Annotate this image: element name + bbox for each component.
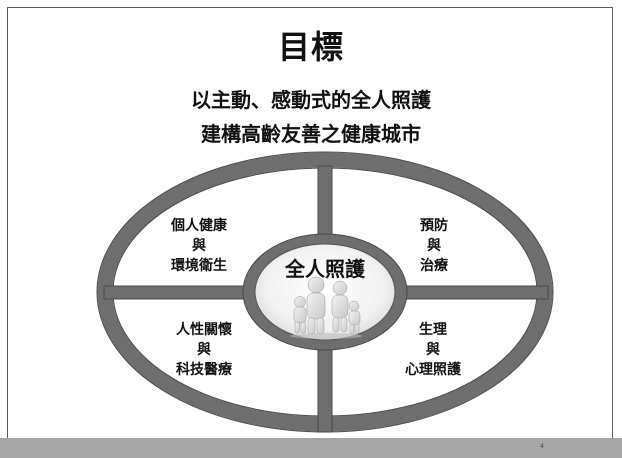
spoke-left <box>103 285 249 300</box>
quadrant-bottom-left-line-2: 與 <box>197 341 211 358</box>
quadrant-top-left-line-1: 個人健康 <box>170 217 228 234</box>
quadrant-bottom-right: 生理 與 心理照護 <box>405 321 462 378</box>
quadrant-bottom-left-line-1: 人性關懷 <box>176 321 232 338</box>
quadrant-top-left-line-3: 環境衛生 <box>171 257 227 274</box>
quadrant-top-right-line-1: 預防 <box>420 217 448 234</box>
family-figures-illustration <box>290 276 362 339</box>
quadrant-bottom-left-line-3: 科技醫療 <box>176 361 233 378</box>
quadrant-bottom-right-line-1: 生理 <box>419 321 447 338</box>
slide-title: 目標 <box>277 28 344 66</box>
center-label: 全人照護 <box>284 257 366 281</box>
spoke-bottom <box>317 349 333 433</box>
quadrant-top-right: 預防 與 治療 <box>420 217 449 274</box>
quadrant-bottom-left: 人性關懷 與 科技醫療 <box>176 321 233 378</box>
page-number: 4 <box>540 443 544 450</box>
spoke-right <box>401 285 549 300</box>
quadrant-bottom-right-line-3: 心理照護 <box>405 361 462 378</box>
footer-bar <box>0 438 622 458</box>
quadrant-top-right-line-3: 治療 <box>420 257 449 274</box>
subtitle-line-2: 建構高齡友善之健康城市 <box>201 122 421 146</box>
subtitle-line-1: 以主動、感動式的全人照護 <box>191 88 431 112</box>
quadrant-top-left-line-2: 與 <box>192 237 206 254</box>
quadrant-bottom-right-line-2: 與 <box>426 341 440 358</box>
quadrant-top-right-line-2: 與 <box>427 237 441 254</box>
quadrant-top-left: 個人健康 與 環境衛生 <box>170 217 228 274</box>
